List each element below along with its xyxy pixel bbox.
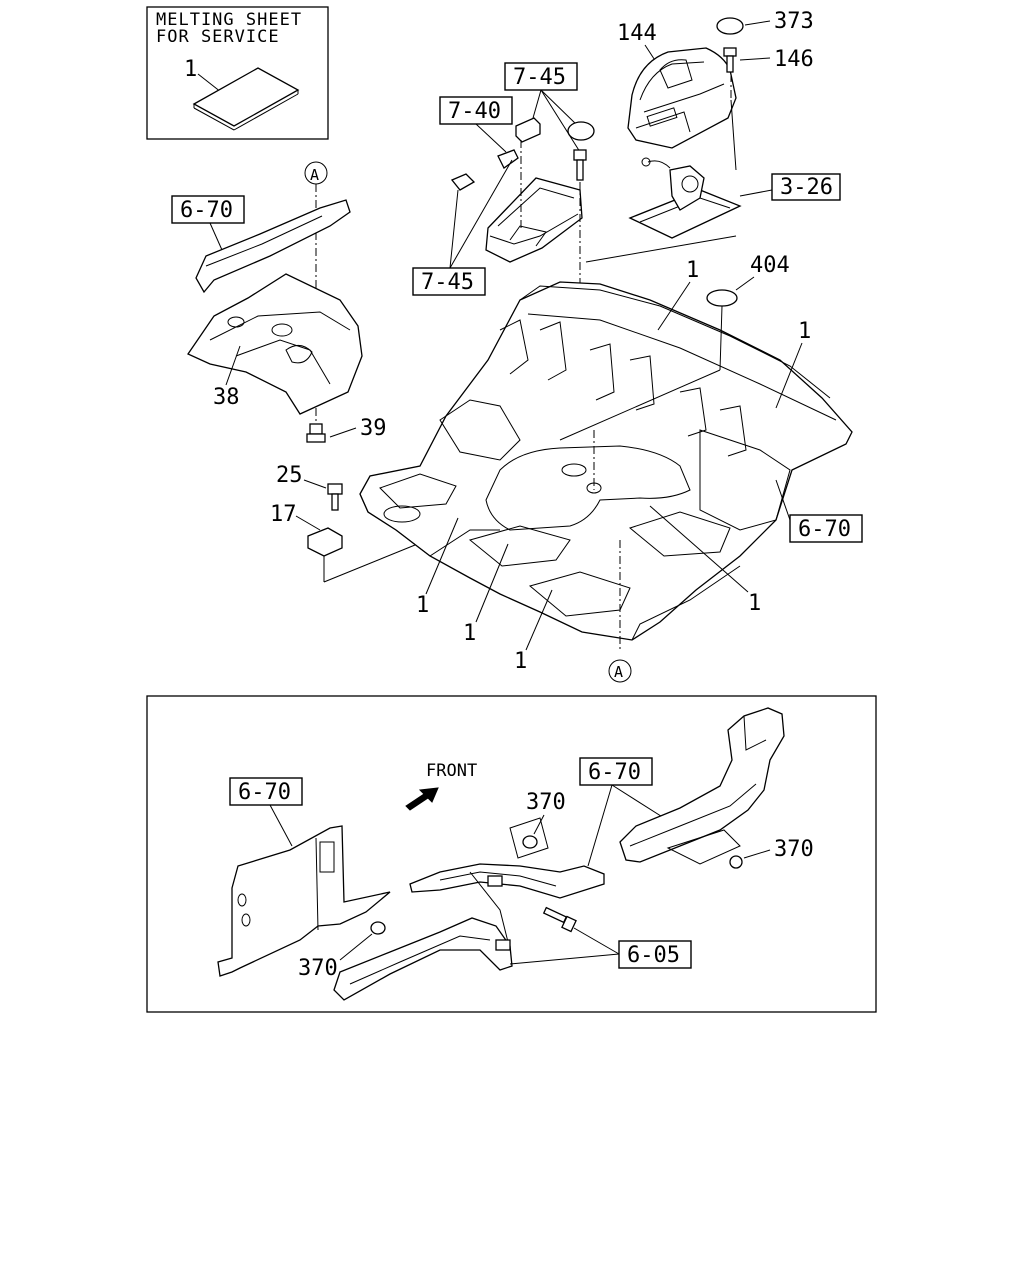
screw-146-part: [723, 47, 737, 73]
ref-7-45-top: 7-45: [513, 65, 566, 90]
plug-370-right-part: [729, 855, 743, 869]
side-rail-right-part: [619, 707, 785, 863]
callout-1-a: 1: [686, 258, 699, 283]
center-console-group: 144 373 146: [617, 9, 814, 171]
ref-6-70-right: 6-70: [798, 517, 851, 542]
left-parts-group: A 6-70 38 39 25 17: [171, 161, 453, 583]
lower-rail-part: [333, 917, 513, 1001]
callout-370-center: 370: [526, 790, 566, 815]
clip-part-a: [515, 117, 541, 143]
callout-404: 404: [750, 253, 790, 278]
marker-a-top-label: A: [310, 166, 319, 184]
callout-1-e: 1: [463, 621, 476, 646]
plug-370-center-part: [522, 835, 538, 849]
ref-6-05: 6-05: [627, 943, 680, 968]
bracket-assembly-group: 7-45 7-40 7-45: [412, 62, 737, 440]
callout-370-right: 370: [774, 837, 814, 862]
melting-sheet-inset: MELTING SHEET FOR SERVICE 1: [146, 6, 329, 140]
ref-7-40: 7-40: [448, 99, 501, 124]
front-label: FRONT: [426, 761, 477, 781]
ref-6-70-detail-left: 6-70: [238, 780, 291, 805]
callout-1-d: 1: [416, 593, 429, 618]
callout-17: 17: [270, 502, 297, 527]
melting-sheet-part: [192, 67, 300, 127]
clip-part-b: [497, 149, 519, 169]
callout-373: 373: [774, 9, 814, 34]
callout-38: 38: [213, 385, 240, 410]
ref-6-70-detail-center: 6-70: [588, 760, 641, 785]
plug-404-part: [706, 289, 738, 307]
bracket-17-part: [307, 527, 343, 557]
bolt-25-part: [327, 483, 343, 511]
marker-a-bottom-label: A: [614, 663, 623, 681]
marker-a-bottom: [608, 659, 632, 683]
callout-1-c: 1: [748, 591, 761, 616]
shifter-bracket-group: 3-26: [628, 157, 841, 239]
ref-6-70-left: 6-70: [180, 198, 233, 223]
callout-25: 25: [276, 463, 303, 488]
inset-title-line2: FOR SERVICE: [156, 27, 280, 47]
bracket-box-part: [485, 177, 583, 263]
floor-panel-group: 1 1 1 1 1 1 404 6-70 A: [359, 253, 863, 683]
bolt-605-part: [542, 906, 577, 933]
front-arrow-icon: [405, 787, 439, 811]
plug-370-left-part: [370, 921, 386, 935]
ref-7-45-bottom: 7-45: [421, 270, 474, 295]
bolt-part: [573, 149, 587, 181]
grommet-part: [567, 121, 595, 141]
ref-3-26: 3-26: [780, 175, 833, 200]
side-rail-center-part: [409, 863, 605, 899]
clip-39-part: [306, 423, 326, 443]
floor-pan-38-part: [187, 273, 363, 415]
callout-144: 144: [617, 21, 657, 46]
side-panel-left-part: [217, 825, 391, 977]
floor-panel-part: [359, 281, 853, 641]
callout-39: 39: [360, 416, 387, 441]
side-rail-part: [195, 199, 351, 294]
cap-373-part: [716, 17, 744, 35]
clip-part-c: [450, 173, 476, 191]
callout-1-inset: 1: [184, 57, 197, 82]
clip-605-part: [487, 875, 511, 951]
callout-1-b: 1: [798, 319, 811, 344]
detail-box: FRONT 6-70 370 6-70 370 370: [146, 695, 877, 1013]
callout-1-f: 1: [514, 649, 527, 674]
console-box-part: [627, 47, 737, 149]
callout-146: 146: [774, 47, 814, 72]
inset-title-line1: MELTING SHEET: [156, 10, 302, 30]
callout-370-left: 370: [298, 956, 338, 981]
